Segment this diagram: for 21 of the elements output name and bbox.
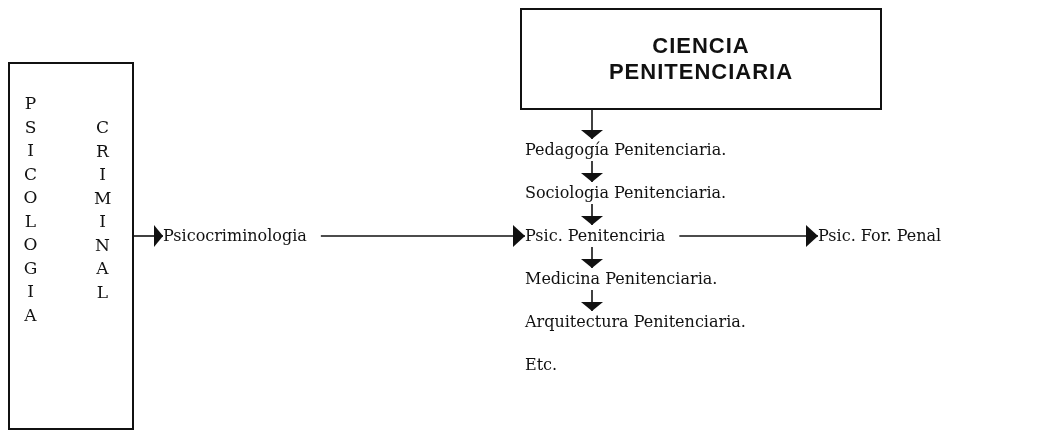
title-box: [520, 8, 882, 110]
item-text: Psic. Penitenciria: [525, 225, 666, 247]
box-title: CIENCIA PENITENCIARIA: [607, 33, 795, 85]
item-text: Sociologia Penitenciaria.: [525, 182, 727, 204]
item-text: Arquitectura Penitenciaria.: [525, 311, 746, 333]
arrow: [581, 246, 603, 269]
arrow: [678, 225, 819, 247]
arrow: [581, 160, 603, 183]
item-text: Psicocriminologia: [163, 225, 307, 247]
arrow: [320, 225, 526, 247]
item-text: Psic. For. Penal: [818, 225, 942, 247]
arrow: [581, 109, 603, 140]
arrow: [581, 203, 603, 226]
label-box: [8, 62, 134, 430]
vertical-text: CRIMINAL: [94, 116, 111, 304]
item-text: Pedagogía Penitenciaria.: [525, 139, 727, 161]
vertical-text: PSICOLOGIA: [22, 92, 39, 327]
arrow: [581, 289, 603, 312]
item-text: Medicina Penitenciaria.: [525, 268, 718, 290]
item-text: Etc.: [525, 354, 558, 376]
arrow: [133, 225, 164, 247]
